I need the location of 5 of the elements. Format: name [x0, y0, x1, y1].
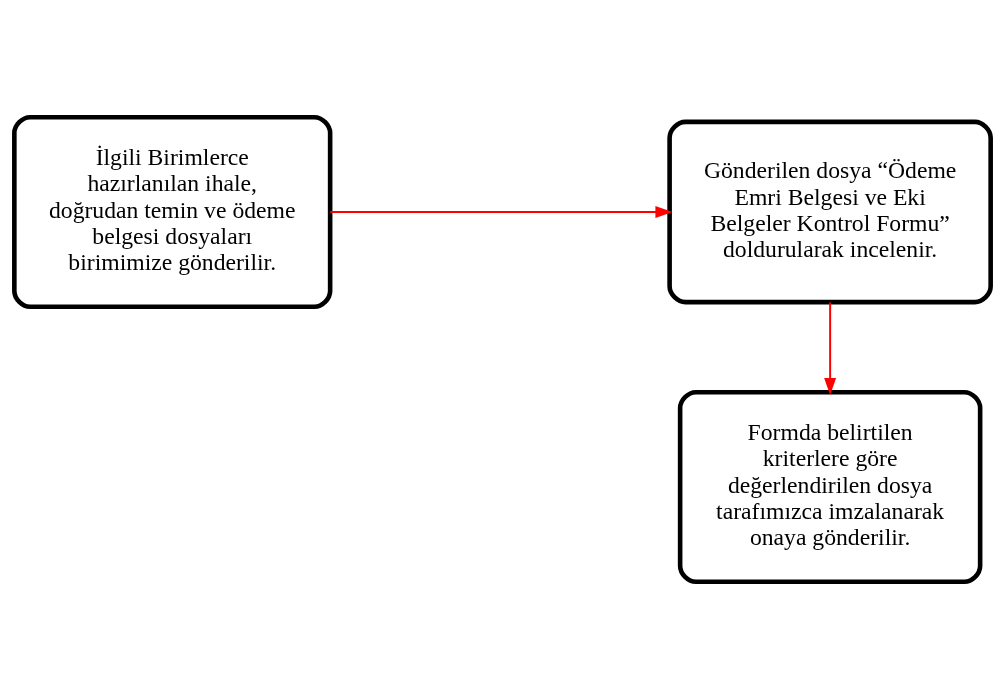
node-box: İlgili Birimlerce hazırlanılan ihale, doğrudan temin ve ödeme belgesi dosyaları birimimize gönderilir.	[11, 114, 332, 309]
node-box: Gönderilen dosya “Ödeme Emri Belgesi ve Eki Belgeler Kontrol Formu” doldurularak incelenir.	[666, 119, 993, 304]
arrow	[328, 205, 672, 218]
arrow	[823, 301, 836, 395]
node-box: Formda belirtilen kriterlere göre değerlendirilen dosya tarafımızca imzalanarak onaya gönderilir.	[677, 389, 982, 584]
